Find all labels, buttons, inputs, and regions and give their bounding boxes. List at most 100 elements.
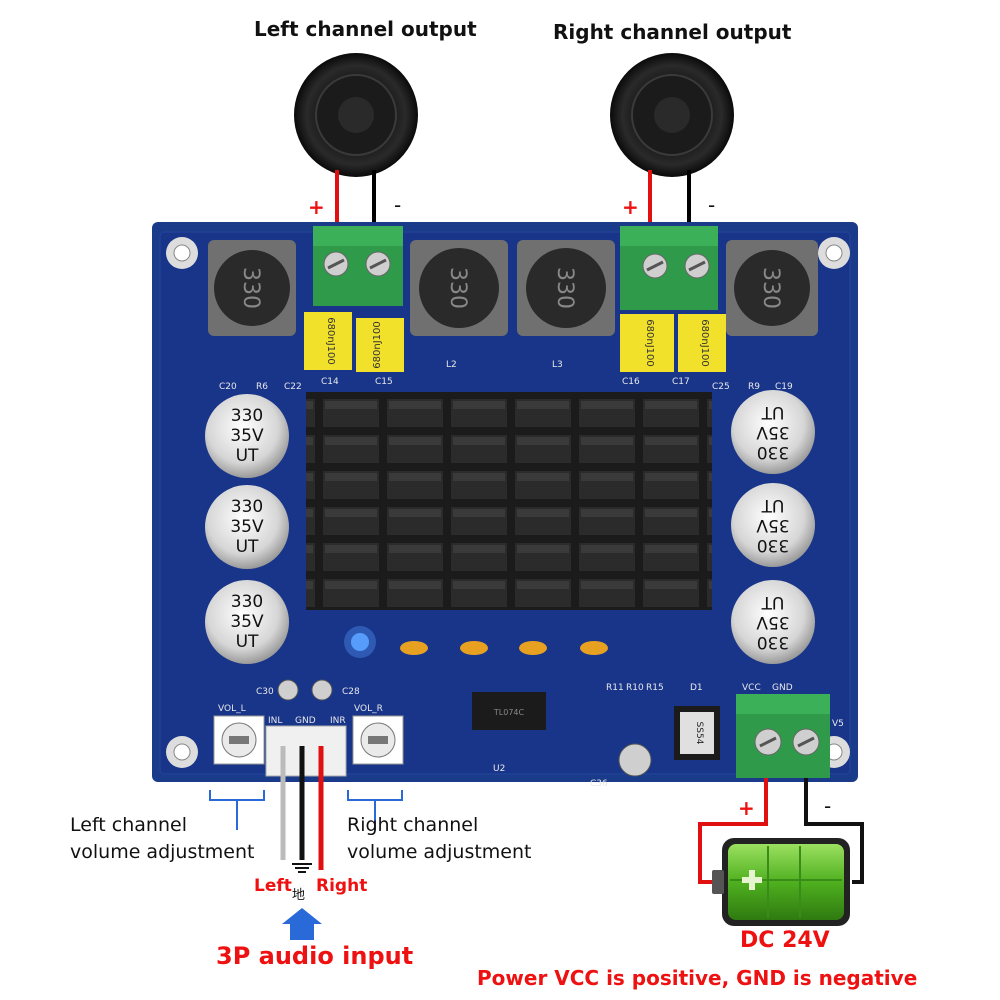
svg-text:D1: D1 <box>690 683 703 693</box>
svg-text:35V: 35V <box>230 426 264 446</box>
svg-text:330: 330 <box>757 442 789 462</box>
svg-text:L3: L3 <box>552 360 563 370</box>
svg-text:35V: 35V <box>756 515 790 535</box>
svg-text:35V: 35V <box>230 612 264 632</box>
svg-text:330: 330 <box>552 267 577 309</box>
left-volume-label: Left channel volume adjustment <box>70 814 255 863</box>
electrolytic-cap-right-2: 330 35V UT <box>731 483 815 567</box>
svg-text:C22: C22 <box>284 382 302 392</box>
electrolytic-cap-right-1: 330 35V UT <box>731 390 815 474</box>
right-speaker <box>610 53 734 177</box>
svg-text:330: 330 <box>758 267 783 309</box>
svg-text:C17: C17 <box>672 377 690 387</box>
svg-text:C15: C15 <box>375 377 393 387</box>
svg-text:C25: C25 <box>712 382 730 392</box>
svg-text:330: 330 <box>231 592 263 612</box>
svg-text:INR: INR <box>330 716 346 726</box>
svg-text:VCC: VCC <box>742 683 761 693</box>
right-plus-marker: + <box>622 195 639 219</box>
heatsink <box>306 392 712 610</box>
audio-input-label: 3P audio input <box>216 942 414 970</box>
power-minus-marker: - <box>824 794 832 818</box>
svg-text:UT: UT <box>761 402 784 422</box>
svg-text:35V: 35V <box>756 612 790 632</box>
right-input-label: Right <box>316 876 368 896</box>
small-cap-c28 <box>311 679 333 701</box>
svg-text:R15: R15 <box>646 683 664 693</box>
svg-text:U2: U2 <box>493 764 505 774</box>
silkscreen: C14 C15 C16 C17 C20 R6 C22 C25 R9 C19 L2… <box>218 360 844 789</box>
svg-text:35V: 35V <box>230 517 264 537</box>
svg-text:330: 330 <box>231 497 263 517</box>
electrolytic-cap-left-3: 330 35V UT <box>205 580 289 664</box>
dc-voltage-label: DC 24V <box>740 928 830 953</box>
right-volume-pot <box>352 715 404 765</box>
svg-text:C20: C20 <box>219 382 237 392</box>
film-capacitors: 680nJ100 680nJ100 680nJ100 680nJ100 <box>304 312 726 372</box>
svg-text:680nJ100: 680nJ100 <box>644 319 655 366</box>
inductor-2: 330 <box>410 240 508 336</box>
right-speaker-terminal <box>620 226 718 310</box>
svg-text:330: 330 <box>238 267 263 309</box>
small-cap-c36 <box>618 743 652 777</box>
inductor-4: 330 <box>726 240 818 336</box>
inductor-1: 330 <box>208 240 296 336</box>
svg-text:680nJ100: 680nJ100 <box>372 321 383 368</box>
svg-text:C14: C14 <box>321 377 339 387</box>
left-speaker-terminal <box>313 226 403 306</box>
power-red-wire <box>698 778 768 884</box>
ground-symbol <box>292 863 312 873</box>
electrolytic-cap-left-2: 330 35V UT <box>205 485 289 569</box>
svg-text:C30: C30 <box>256 687 274 697</box>
svg-text:680nJ100: 680nJ100 <box>699 319 710 366</box>
left-plus-marker: + <box>308 195 325 219</box>
smd-capacitors <box>400 641 608 655</box>
electrolytic-cap-left-1: 330 35V UT <box>205 394 289 478</box>
svg-text:C36: C36 <box>590 779 608 789</box>
op-amp-ic: TL074C <box>472 692 546 730</box>
power-led <box>351 633 369 651</box>
electrolytic-cap-right-3: 330 35V UT <box>731 580 815 664</box>
svg-text:680nJ100: 680nJ100 <box>325 317 336 364</box>
mounting-holes <box>166 237 850 768</box>
svg-text:TL074C: TL074C <box>493 708 525 717</box>
small-cap-c30 <box>277 679 299 701</box>
power-terminal <box>736 694 830 778</box>
ground-char-label: 地 <box>292 888 306 903</box>
svg-text:R10: R10 <box>626 683 644 693</box>
svg-text:VOL_R: VOL_R <box>354 704 383 714</box>
svg-text:C19: C19 <box>775 382 793 392</box>
svg-text:330: 330 <box>231 406 263 426</box>
battery-icon <box>712 838 850 926</box>
svg-text:330: 330 <box>757 535 789 555</box>
left-pot-bracket <box>209 790 265 801</box>
left-channel-output-label: Left channel output <box>254 17 477 41</box>
svg-text:UT: UT <box>236 632 259 652</box>
diode: SS54 <box>674 706 720 760</box>
input-arrow-icon <box>282 908 322 940</box>
svg-text:GND: GND <box>772 683 793 693</box>
svg-text:C28: C28 <box>342 687 360 697</box>
svg-text:35V: 35V <box>756 422 790 442</box>
svg-text:V5: V5 <box>832 719 844 729</box>
left-speaker <box>294 53 418 177</box>
svg-text:UT: UT <box>761 495 784 515</box>
inductor-3: 330 <box>517 240 615 336</box>
svg-text:SS54: SS54 <box>694 722 704 745</box>
svg-text:VOL_L: VOL_L <box>218 704 246 714</box>
svg-text:R9: R9 <box>748 382 760 392</box>
right-pot-bracket <box>347 790 403 801</box>
svg-text:GND: GND <box>295 716 316 726</box>
right-minus-marker: - <box>708 193 716 217</box>
svg-text:R6: R6 <box>256 382 268 392</box>
svg-text:UT: UT <box>236 446 259 466</box>
right-volume-label: Right channel volume adjustment <box>347 814 532 863</box>
svg-text:C16: C16 <box>622 377 640 387</box>
power-note-label: Power VCC is positive, GND is negative <box>477 966 918 990</box>
svg-text:R11: R11 <box>606 683 624 693</box>
audio-input-connector <box>265 725 347 777</box>
svg-text:INL: INL <box>268 716 282 726</box>
left-volume-pot <box>213 715 265 765</box>
svg-text:330: 330 <box>757 632 789 652</box>
